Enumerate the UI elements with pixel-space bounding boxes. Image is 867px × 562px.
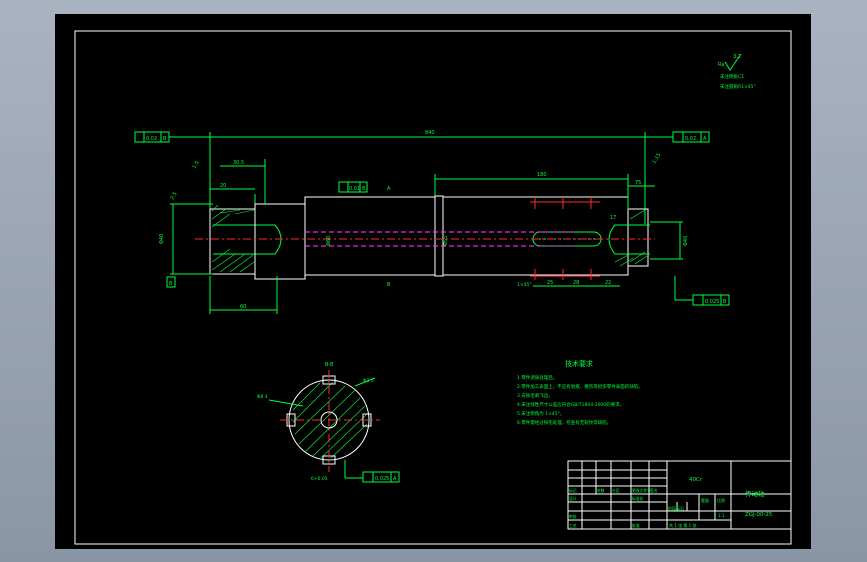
angle-right-label: 1:15 (652, 152, 663, 165)
left-datum-label: B (169, 281, 173, 287)
tb-r2-c1: 设计 (569, 496, 577, 501)
section-dim-right: Φ2.5 (363, 378, 374, 384)
tech-item-3: 3.去除毛刺飞边。 (517, 392, 553, 399)
tb-r4-c4: 批准 (632, 523, 640, 528)
tb-r2-c4: 标准化 (632, 496, 644, 501)
tb-r3-c1: 审核 (569, 514, 577, 519)
key-length-dim: 180 (537, 172, 547, 178)
outer-border (74, 30, 792, 545)
tech-item-6: 6.零件需经过探伤处理，检查有无裂纹等缺陷。 (517, 419, 611, 426)
tech-item-5: 5.未注倒角为 1×45°。 (517, 410, 564, 417)
bottom-left-dim: 60 (240, 304, 246, 310)
left-runout-ref: B (163, 136, 167, 142)
mid-diameter2-label: Φ55 (443, 236, 449, 246)
spline-markers (530, 197, 600, 280)
chamfer-label: 2.5 (170, 191, 179, 201)
roughness-note2: 未注圆角R1×45° (720, 83, 756, 90)
bottom-runout-ref: B (723, 299, 727, 305)
section-runout-ref: A (393, 476, 397, 482)
roughness-note1: 未注倒角C1 (720, 73, 744, 80)
right-end-hatching (614, 209, 648, 267)
right-tolerance-frame: 0.02 A (645, 131, 710, 143)
total-length-label: 840 (425, 130, 435, 136)
mid-flatness-value: 0.01 (349, 186, 360, 192)
tb-r1-c2: 处数 (597, 488, 605, 493)
tb-r1-c5: 签名 (650, 488, 658, 493)
key-c-dim: 22 (605, 280, 611, 286)
tb-r4-c1: 工艺 (569, 523, 577, 528)
section-dim-bottom: 6+0.05 (311, 476, 328, 482)
tb-ratio-header: 比例 (717, 497, 725, 503)
tb-drawing-code: ZGJ-00-25 (745, 512, 773, 518)
tech-item-2: 2.零件加工表面上，不应有划痕、擦伤等损伤零件表面的缺陷。 (517, 383, 643, 390)
section-view-title: B-B (325, 362, 334, 368)
tb-r1-c1: 标记 (569, 488, 577, 493)
mid-diameter-label: Φ60 (326, 236, 332, 246)
left-diameter-label: Φ40 (159, 234, 165, 244)
section-a-label: A (387, 186, 391, 192)
roughness-label: Ra (718, 62, 724, 68)
overall-dimension: 840 (209, 130, 646, 224)
tech-item-4: 4.未注线性尺寸公差应符合GB/T1804-2000的要求。 (517, 401, 624, 408)
right-runout-value: 0.02 (685, 136, 696, 142)
key-b-dim: 28 (573, 280, 579, 286)
key-d-dim: 17 (610, 215, 616, 221)
tb-r1-c3: 分区 (612, 488, 620, 493)
tb-part-name: 传动轴 (745, 489, 765, 498)
tech-title: 技术要求 (565, 359, 593, 368)
bottom-runout-value: 0.025 (705, 299, 719, 305)
section-b-label: B (387, 282, 391, 288)
tb-material: 40Cr (689, 477, 703, 483)
roughness-symbol: Ra 3.2 未注倒角C1 未注圆角R1×45° (718, 53, 756, 90)
right-seg-dim: 75 (635, 180, 641, 186)
spline-label: 1×45° (517, 282, 532, 288)
technical-requirements: 技术要求 1.零件调质处理后。 2.零件加工表面上，不应有划痕、擦伤等损伤零件表… (517, 359, 643, 426)
section-hatching (292, 381, 368, 459)
section-view: B-B Φ8 4 Φ2.5 6+0.05 0.025 A (257, 362, 400, 483)
left-runout-value: 0.02 (146, 136, 157, 142)
drawing-sheet: Ra 3.2 未注倒角C1 未注圆角R1×45° 840 0.02 B 0.02… (55, 14, 811, 549)
mid-flatness-ref: B (362, 186, 366, 192)
tb-ratio: 1:1 (718, 513, 725, 518)
section-dim-left: Φ8 4 (257, 394, 268, 400)
left-tolerance-frame: 0.02 B (134, 131, 210, 143)
roughness-value: 3.2 (733, 54, 741, 60)
cad-drawing: Ra 3.2 未注倒角C1 未注圆角R1×45° 840 0.02 B 0.02… (74, 30, 792, 545)
tech-item-1: 1.零件调质处理后。 (517, 374, 557, 381)
top-left-dim: 30.5 (233, 160, 244, 166)
title-block: 40Cr 传动轴 ZGJ-00-25 阶段标记 重量 比例 1:1 共 1 张 … (567, 460, 792, 530)
tb-sheet-count: 共 1 张 第 1 张 (669, 522, 696, 528)
tb-stage-header: 阶段标记 (668, 505, 684, 511)
shaft-view: B Φ40 Φ40 Φ60 Φ55 30.5 20 180 75 2.5 1:5… (159, 152, 730, 314)
angle-left-label: 1:5 (192, 160, 201, 170)
left-seg-dim: 20 (220, 183, 226, 189)
key-a-dim: 25 (547, 280, 553, 286)
right-runout-ref: A (703, 136, 707, 142)
tb-weight-header: 重量 (701, 497, 709, 503)
section-runout-value: 0.025 (375, 476, 389, 482)
tb-r1-c4: 更改文件号 (632, 488, 651, 493)
right-diameter-label: Φ40 (683, 236, 689, 246)
